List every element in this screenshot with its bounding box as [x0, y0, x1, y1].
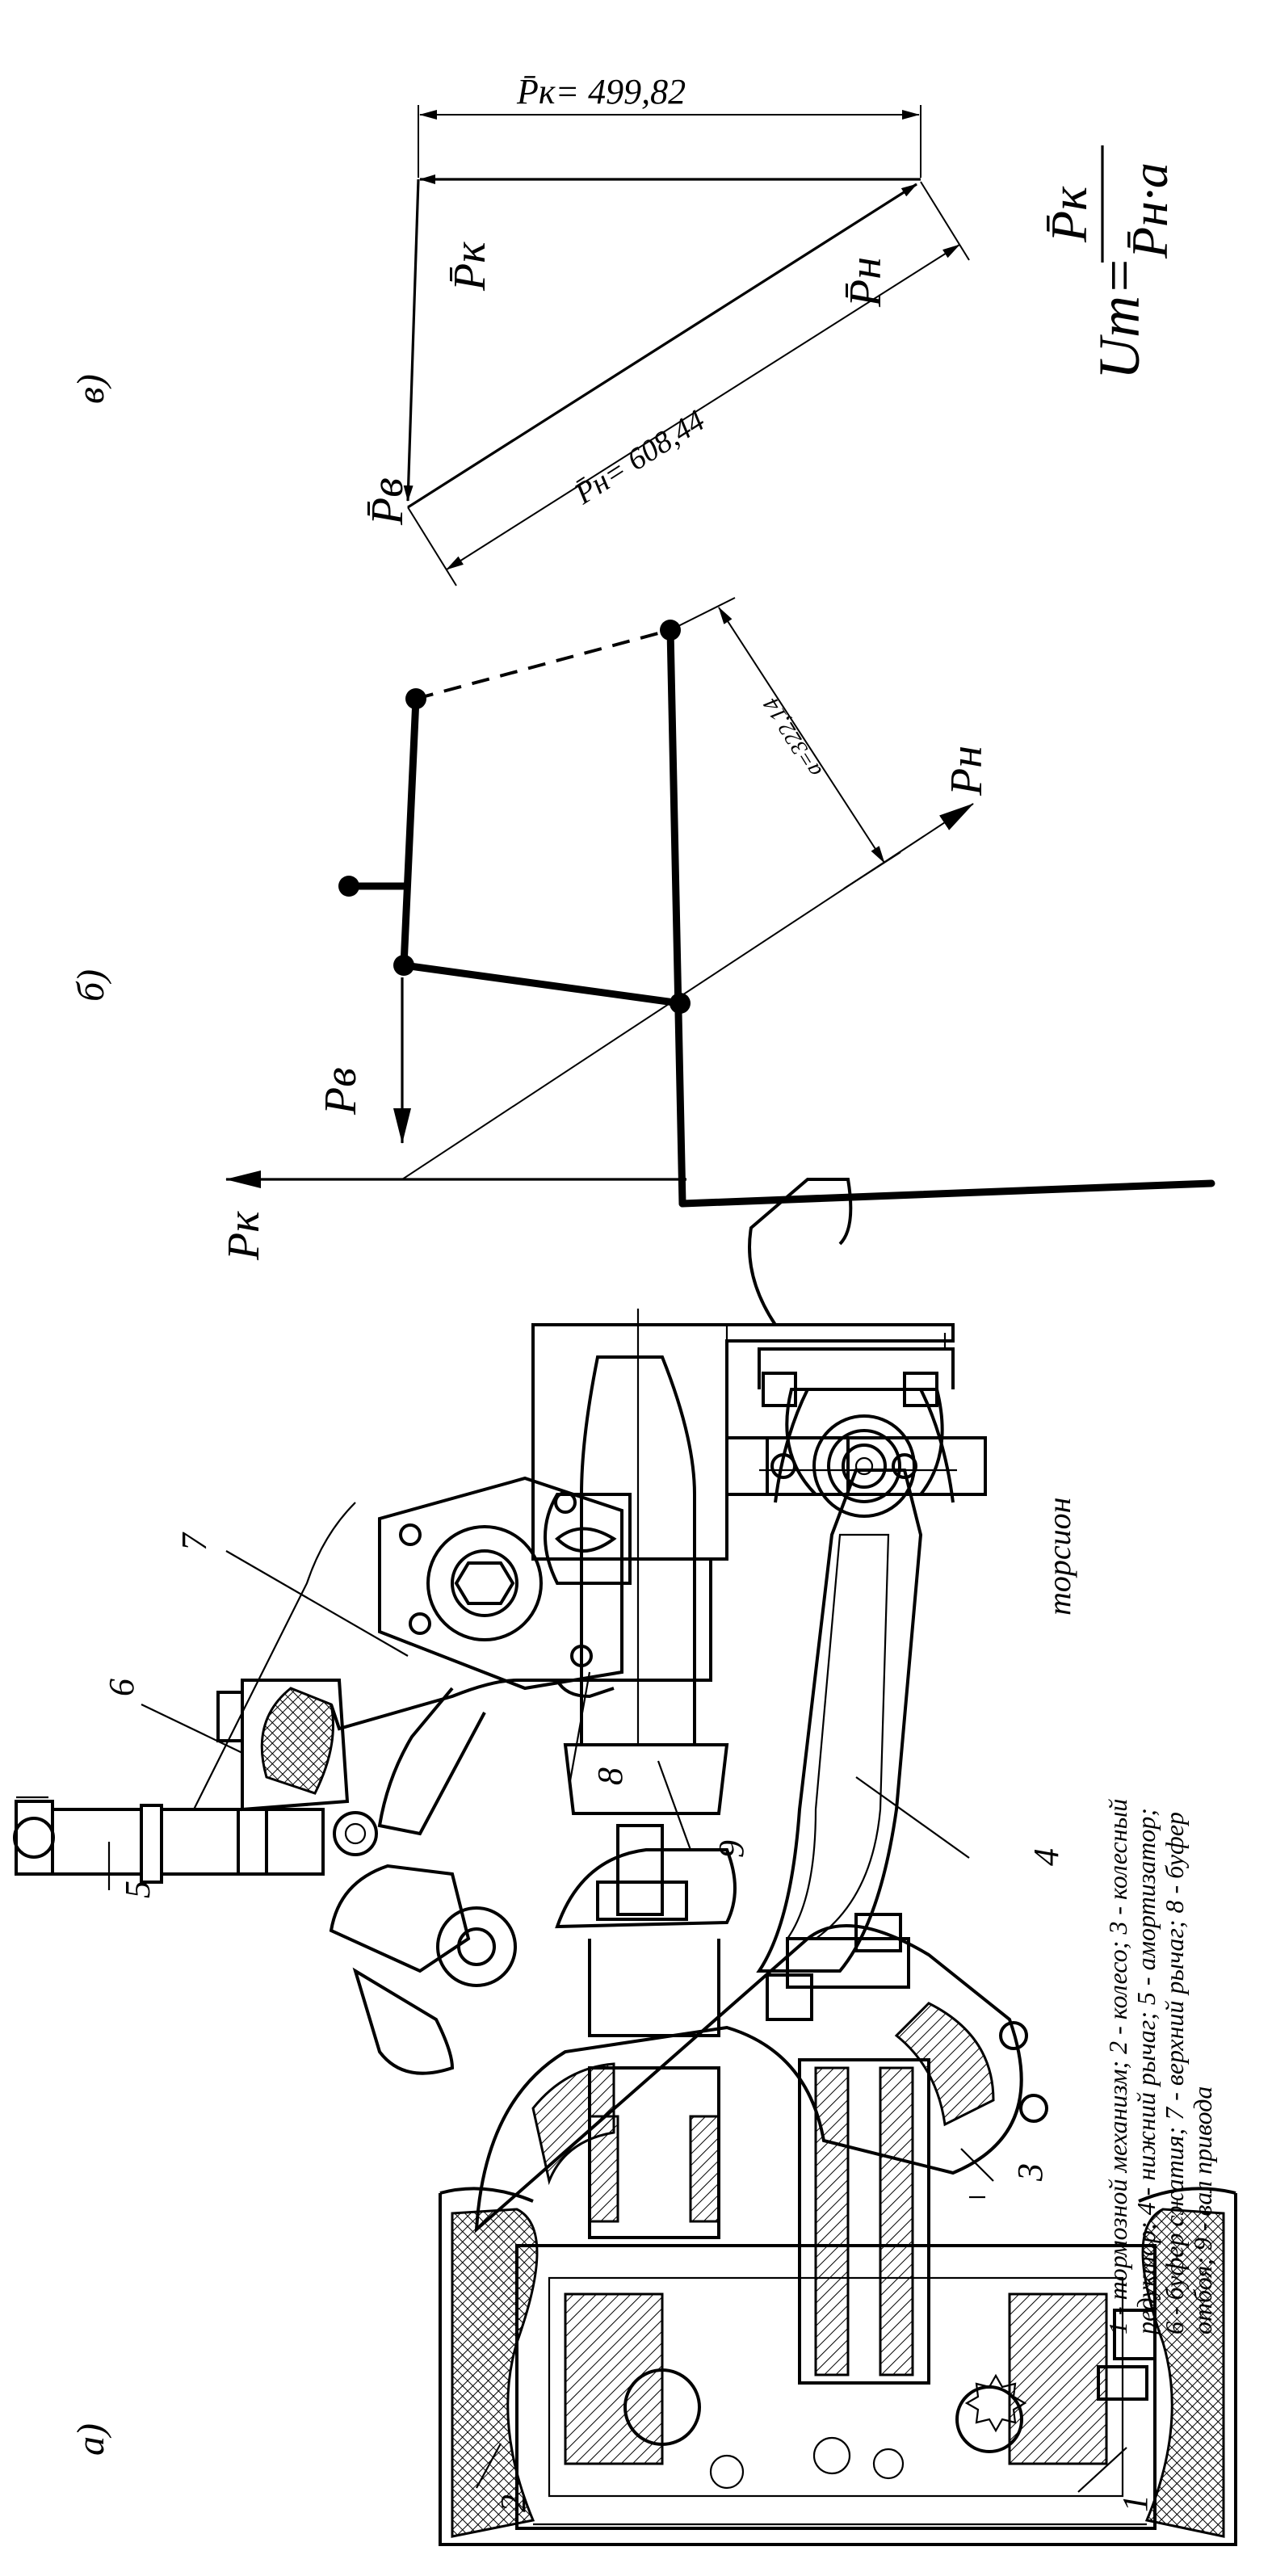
part-number-4: 4 [1026, 1848, 1066, 1866]
panel-v-label: в) [69, 374, 112, 404]
brake-mechanism [515, 2244, 1157, 2530]
lower-arm [725, 1436, 987, 1973]
torsion-bar [748, 1178, 957, 1518]
rebound-buffer [544, 1493, 632, 1699]
compression-buffer [216, 1679, 350, 1812]
formula-denominator: P̄н·a [1121, 162, 1178, 259]
pk-label: Pк [219, 1211, 269, 1261]
joint-handle [338, 876, 359, 897]
ratio-formula: Uт= P̄к P̄н·a [1040, 145, 1178, 380]
pivot-post [666, 626, 686, 1208]
base-link [678, 1179, 1215, 1208]
legend-line-1: 1 - тормозной механизм; 2 - колесо; 3 - … [1103, 1799, 1132, 2334]
pn-dimension-label: P̄н= 608,44 [568, 404, 711, 512]
upper-arm [193, 1476, 623, 1836]
part-number-5: 5 [118, 1881, 157, 1898]
suspension-assembly-drawing: 1 2 3 4 5 6 7 8 9 торсион 1 - тормозной … [13, 1178, 1237, 2546]
force-polygon: P̄к= 499,82 P̄н= 608,44 P̄к P̄в P̄н Uт= … [363, 72, 1178, 586]
upper-link [400, 695, 420, 969]
parts-legend: 1 - тормозной механизм; 2 - колесо; 3 - … [1103, 1799, 1217, 2336]
legend-line-3: 6 - буфер сжатия; 7 - верхний рычаг; 8 -… [1160, 1812, 1189, 2334]
formula-numerator: P̄к [1040, 186, 1098, 243]
joint-mid-left [393, 955, 414, 976]
part-number-7: 7 [174, 1532, 214, 1551]
joint-top-left [405, 688, 426, 709]
arm-dimension-label: a=322,14 [758, 693, 827, 782]
pk-dimension-label: P̄к= 499,82 [516, 72, 686, 111]
frame-bracket [330, 1323, 955, 1731]
torsion-label: торсион [1041, 1498, 1077, 1616]
dashed-link [415, 628, 671, 700]
arm-dimension-line [718, 607, 885, 864]
pv-vector-label: P̄в [363, 477, 413, 526]
panel-a-label: а) [69, 2423, 112, 2456]
pn-dimension-line [446, 244, 960, 570]
part-number-8: 8 [590, 1767, 630, 1785]
leader-lines [107, 1550, 1127, 2493]
part-number-9: 9 [712, 1840, 751, 1858]
legend-line-2: редуктор; 4 - нижний рычаг; 5 - амортиза… [1131, 1808, 1161, 2336]
part-number-2: 2 [493, 2494, 533, 2512]
pn-label: Pн [942, 746, 992, 796]
pn-vector-label: P̄н [841, 257, 891, 308]
shock-absorber [13, 1796, 517, 2075]
part-number-1: 1 [1115, 2494, 1155, 2512]
pv-label: Pв [316, 1067, 366, 1116]
legend-line-4: отбоя; 9 - вал привода [1188, 2086, 1217, 2334]
kinematic-scheme: a=322,14 Pк Pв Pн [219, 597, 1215, 1261]
joint-center [670, 993, 691, 1014]
drive-shaft-joint [555, 1309, 737, 2037]
part-number-3: 3 [1010, 2163, 1050, 2182]
panel-b-label: б) [69, 969, 112, 1002]
formula-lhs: Uт= [1087, 256, 1152, 380]
part-number-6: 6 [102, 1679, 141, 1696]
wheel-reducer [474, 1913, 1048, 2385]
pk-vector-label: P̄к [445, 242, 495, 292]
pv-vector [403, 179, 420, 502]
rocker-link [400, 961, 684, 1007]
